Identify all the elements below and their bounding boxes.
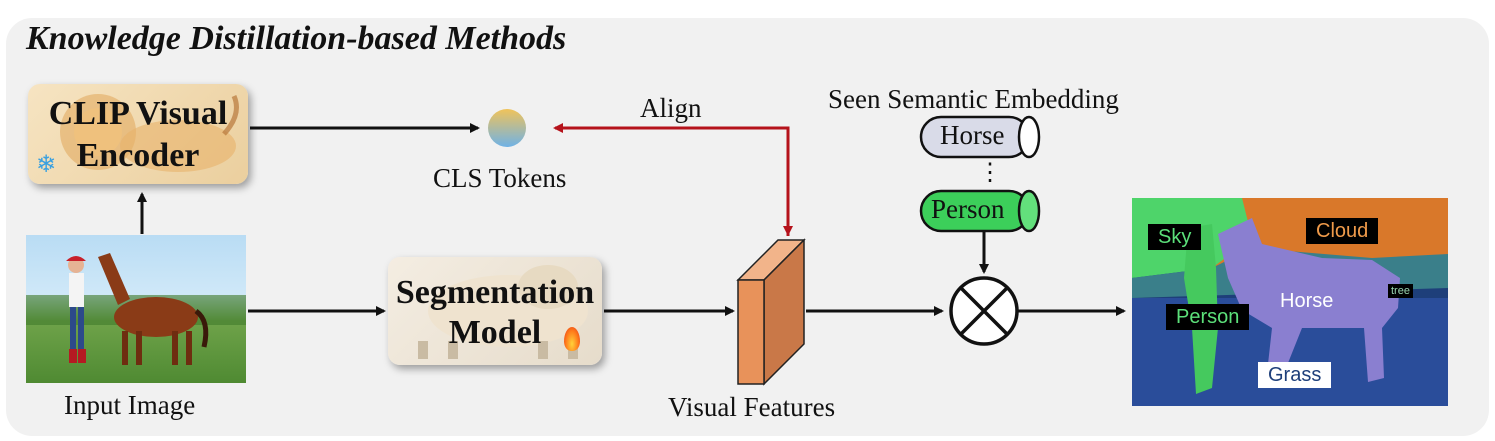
seg-tag-tree: tree (1388, 284, 1413, 298)
clip-label-line2: Encoder (76, 137, 200, 174)
input-image-label: Input Image (64, 390, 196, 420)
lion-illustration (60, 94, 239, 172)
person-embedding-cylinder (919, 189, 1041, 233)
embedding-ellipsis: ⋮ (978, 160, 1002, 186)
align-label: Align (640, 93, 702, 123)
horse-embedding-label: Horse (940, 120, 1005, 150)
cls-token-icon (488, 109, 526, 147)
segmentation-model: Segmentation Model (388, 257, 602, 365)
segmentation-output: Sky Cloud Person Horse Grass tree (1132, 198, 1448, 406)
horse-photo (26, 253, 246, 365)
person-embedding-label: Person (931, 194, 1005, 224)
seg-label-line1: Segmentation (395, 274, 595, 311)
cls-tokens-label: CLS Tokens (433, 163, 567, 193)
snowflake-icon: ❄ (36, 150, 57, 178)
visual-features-block (736, 238, 806, 386)
align-arrow (553, 123, 790, 236)
panel-title: Knowledge Distillation-based Methods (26, 20, 567, 57)
seg-tag-cloud: Cloud (1306, 218, 1379, 244)
seg-tag-person: Person (1166, 304, 1250, 330)
fire-icon (564, 327, 580, 351)
seg-tag-horse: Horse (1270, 288, 1344, 314)
seg-tag-grass: Grass (1258, 362, 1332, 388)
input-image (26, 235, 246, 383)
seg-label-line2: Model (448, 314, 542, 351)
clip-label-line1: CLIP Visual (48, 95, 228, 132)
seg-tag-sky: Sky (1148, 224, 1202, 250)
clip-visual-encoder: CLIP Visual Encoder ❄ (28, 84, 248, 184)
visual-features-label: Visual Features (668, 392, 836, 422)
seen-embedding-label: Seen Semantic Embedding (828, 84, 1119, 114)
multiply-icon (949, 276, 1019, 346)
horse-embedding-cylinder (919, 115, 1041, 159)
